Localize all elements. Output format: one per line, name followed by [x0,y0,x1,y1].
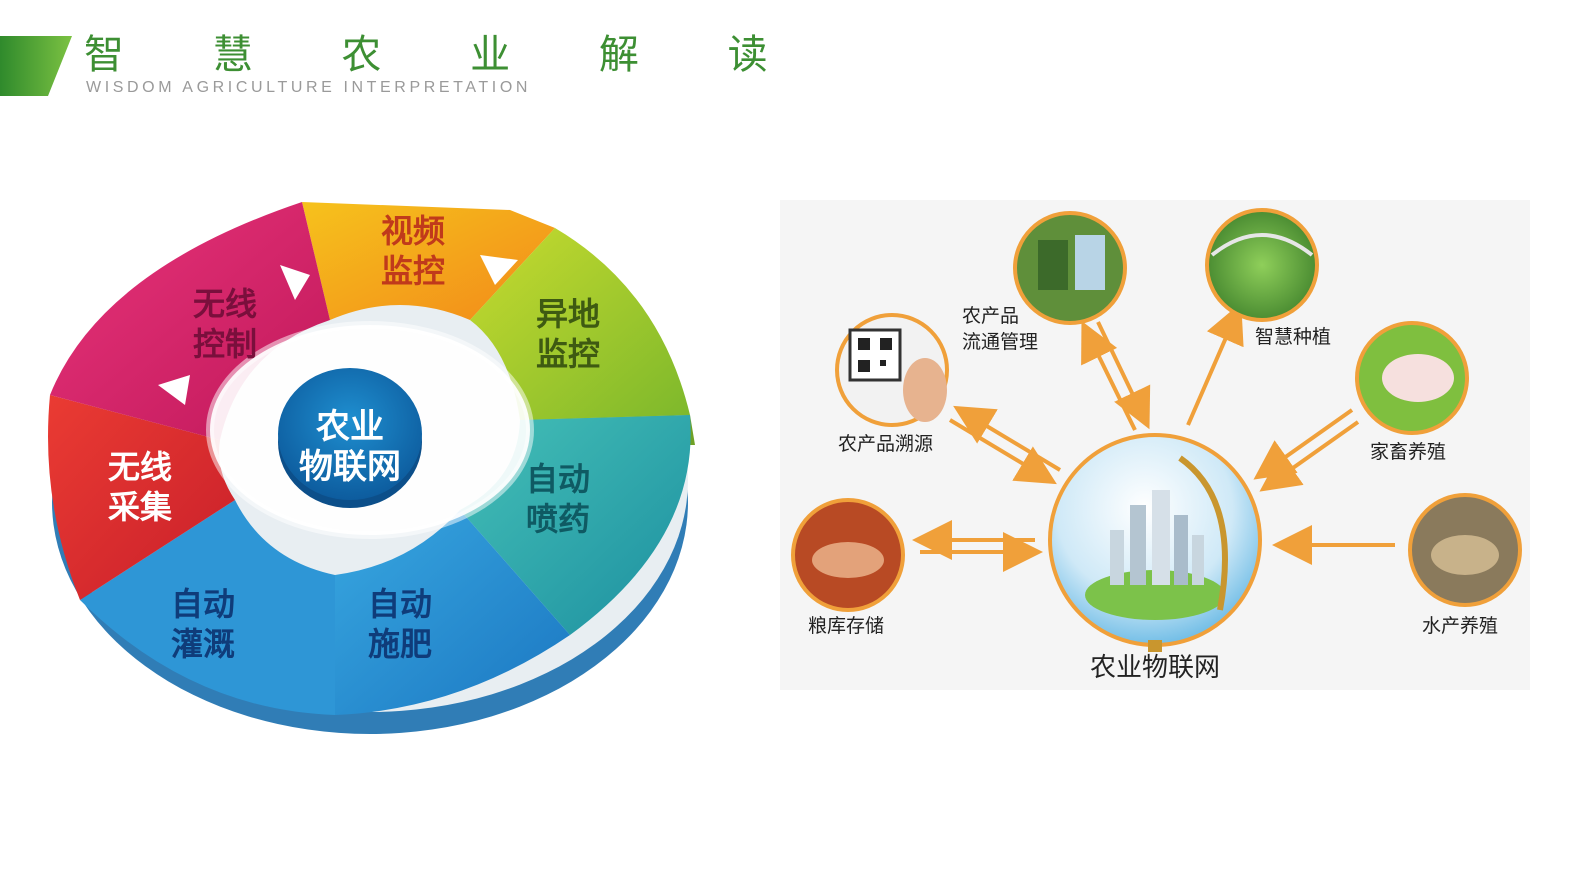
segment-wireless-collection [48,395,235,600]
seg-label-irrigate-1: 自动 [171,585,235,623]
iot-wheel-diagram: 农业 物联网 视频 监控 异地 监控 自动 喷药 自动 施肥 自动 灌溉 无线 … [48,202,695,734]
node-storage-label: 粮库存储 [808,615,884,637]
node-livestock-label: 家畜养殖 [1370,441,1446,463]
seg-label-control-2: 控制 [193,325,257,363]
segment-wireless-control [50,202,330,440]
seg-label-collect-1: 无线 [108,448,172,486]
node-circulation-label-2: 流通管理 [962,331,1038,353]
hub-label-2: 物联网 [299,447,401,487]
seg-label-collect-2: 采集 [108,488,172,526]
page-title: 智 慧 农 业 解 读 [84,32,806,78]
node-planting [1205,208,1319,322]
segment-remote-monitoring [470,228,690,420]
hub-label-1: 农业 [316,407,384,447]
seg-label-video-2: 监控 [381,252,445,290]
seg-label-spray-2: 喷药 [526,500,590,538]
seg-label-remote-1: 异地 [536,295,600,333]
node-circulation [1013,211,1127,325]
central-label: 农业物联网 [1090,653,1220,683]
segment-video-monitoring [302,202,555,320]
iot-network-diagram: 农业物联网 农产品 流通管理 智慧种植 农产品溯源 家畜养殖 粮库存储 水产养殖 [780,200,1530,690]
seg-label-irrigate-2: 灌溉 [171,625,235,663]
segment-auto-irrigation [80,500,335,715]
node-traceability-label: 农产品溯源 [838,433,933,455]
node-planting-label: 智慧种植 [1255,326,1331,348]
node-circulation-label-1: 农产品 [962,305,1019,327]
seg-label-spray-1: 自动 [526,460,590,498]
node-aquaculture-label: 水产养殖 [1422,615,1498,637]
header-accent-shape [0,36,72,96]
seg-label-fertilize-2: 施肥 [368,625,432,663]
seg-label-control-1: 无线 [193,285,257,323]
page-subtitle: WISDOM AGRICULTURE INTERPRETATION [86,79,532,96]
seg-label-video-1: 视频 [381,212,445,250]
seg-label-fertilize-1: 自动 [368,585,432,623]
seg-label-remote-2: 监控 [536,335,600,373]
segment-auto-fertilizing [335,510,570,715]
